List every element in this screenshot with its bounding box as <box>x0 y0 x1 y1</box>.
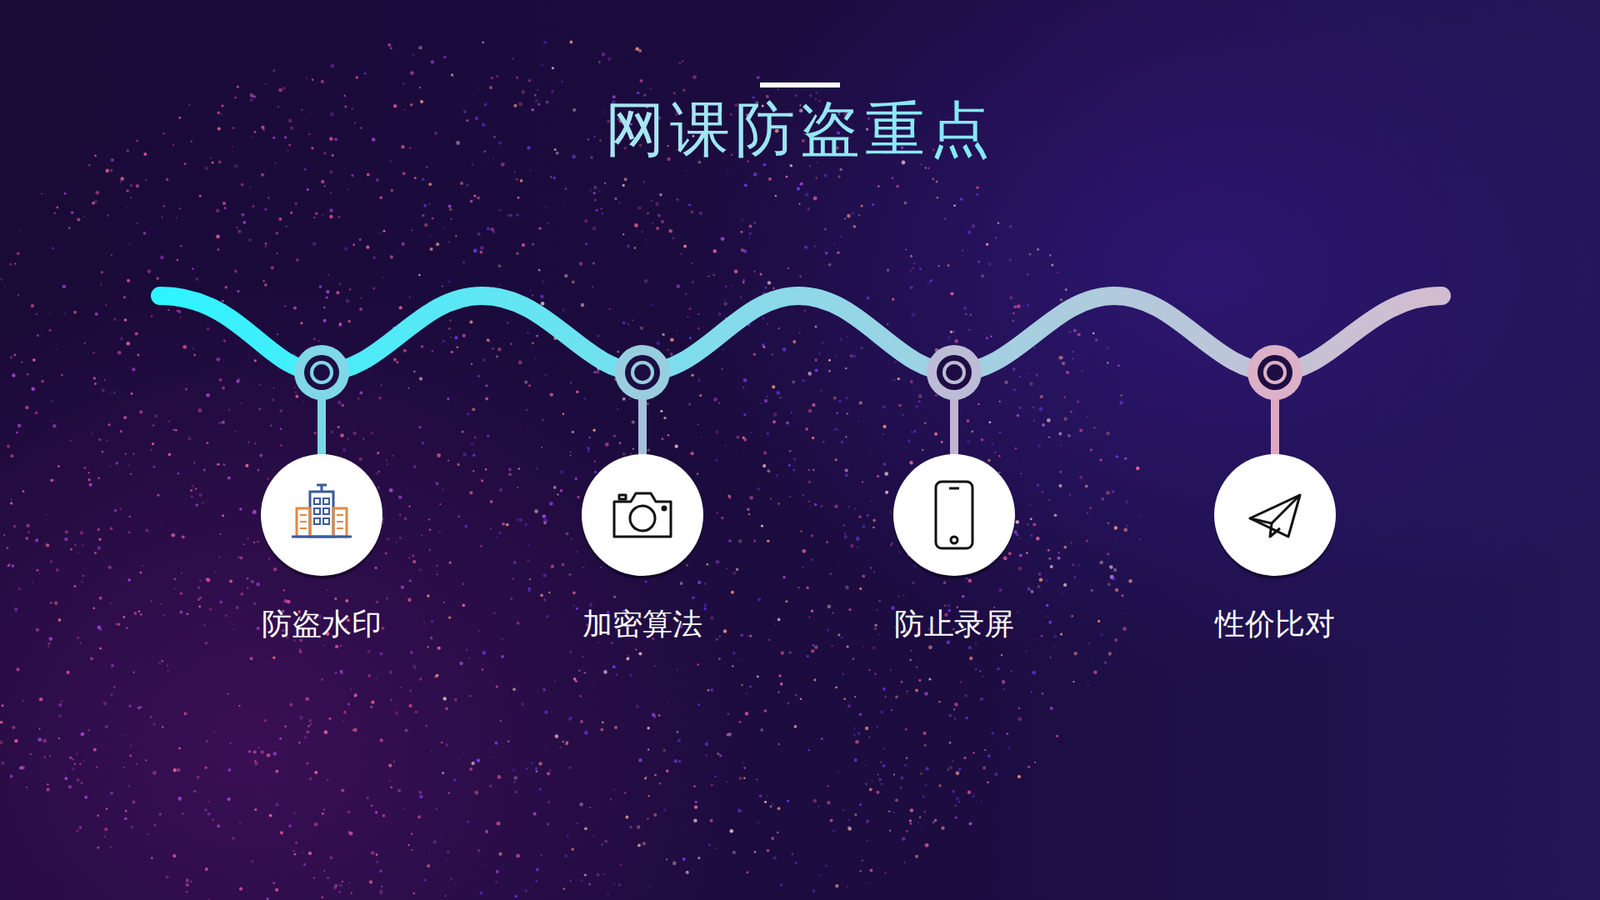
wave-line <box>160 295 1442 373</box>
feature-node: 性价比对 <box>1150 454 1400 650</box>
icon-circle <box>893 454 1032 593</box>
pins <box>321 391 1275 457</box>
feature-node: 防止录屏 <box>829 454 1080 650</box>
title-bar <box>760 82 840 88</box>
title: 网课防盗重点 <box>0 90 1600 170</box>
feature-node: 防盗水印 <box>196 454 447 650</box>
feature-label: 性价比对 <box>1150 604 1400 645</box>
icon-circle <box>260 454 400 593</box>
feature-label: 加密算法 <box>517 604 768 645</box>
feature-label: 防盗水印 <box>196 604 447 645</box>
feature-node: 加密算法 <box>517 454 768 650</box>
title-area: 网课防盗重点 <box>0 0 1600 209</box>
feature-label: 防止录屏 <box>829 604 1080 645</box>
icon-circle <box>1214 454 1353 593</box>
pin-heads <box>294 345 1303 400</box>
icon-circle <box>581 454 720 593</box>
